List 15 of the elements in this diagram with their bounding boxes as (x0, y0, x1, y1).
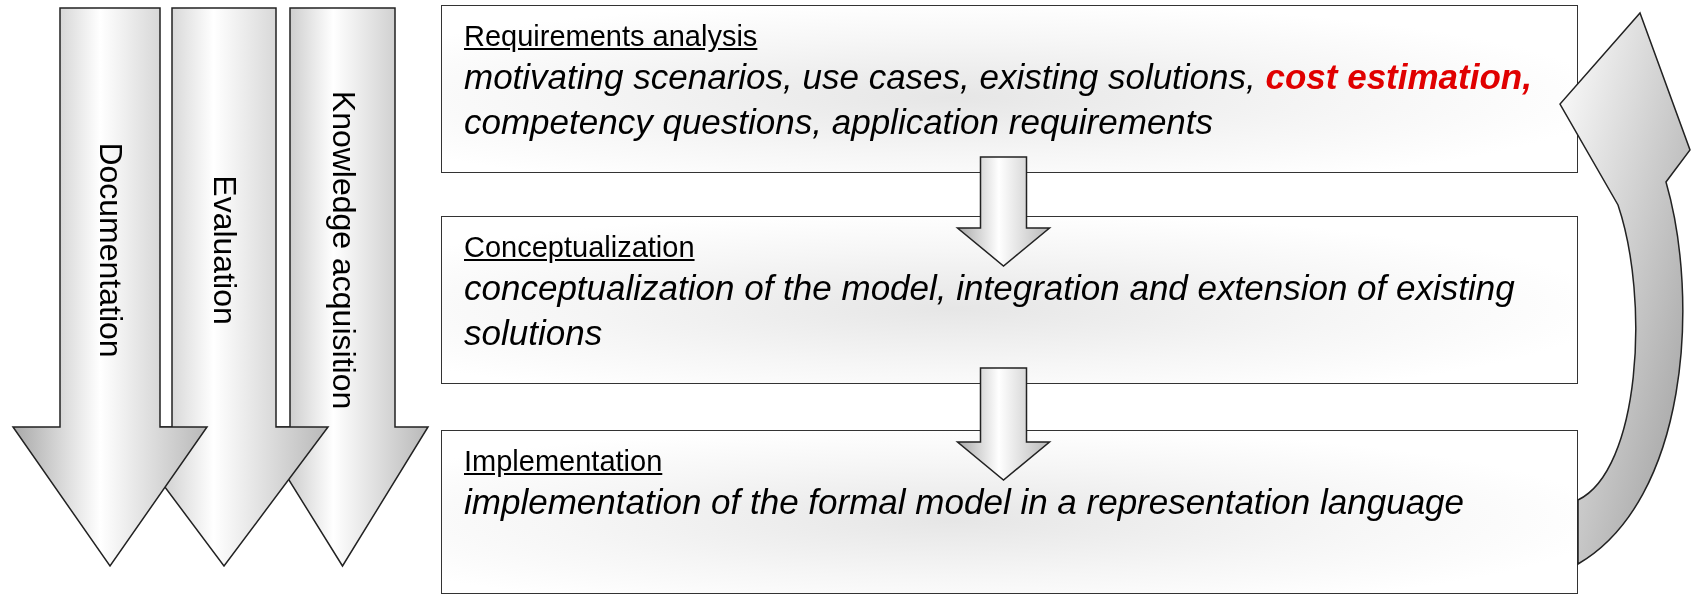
arrow-label: Evaluation (205, 175, 243, 325)
arrow-label: Documentation (91, 142, 129, 358)
phase-heading: Requirements analysis (464, 19, 758, 54)
phase-description: implementation of the formal model in a representation language (464, 481, 1466, 523)
phase-heading: Implementation (464, 444, 663, 479)
phase-box (441, 5, 1578, 173)
block-arrow (955, 156, 1052, 267)
arrow-label: Knowledge acquisition (324, 90, 361, 410)
phase-description: motivating scenarios, use cases, existing solutions, cost estimation, competency questions, application requirements (464, 56, 1533, 143)
phase-box (441, 430, 1578, 594)
phase-description: conceptualization of the model, integration and extension of existing solutions (464, 267, 1516, 354)
block-arrow (955, 367, 1052, 481)
curved-return-arrow (1559, 12, 1691, 565)
phase-heading: Conceptualization (464, 230, 695, 265)
phase-box (441, 216, 1578, 384)
